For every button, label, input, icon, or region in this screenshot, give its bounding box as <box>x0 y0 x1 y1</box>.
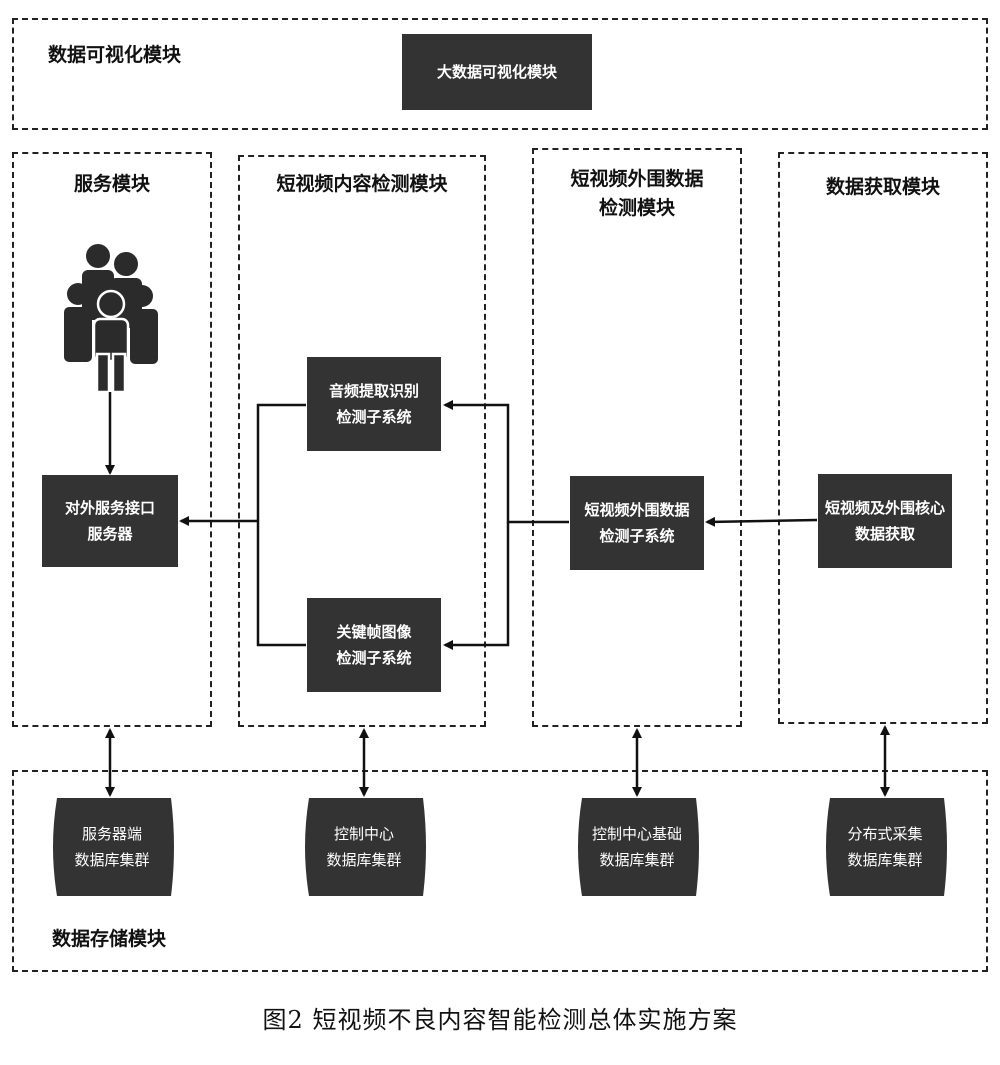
database-label: 控制中心基础 数据库集群 <box>591 825 682 869</box>
visualization-module-label: 数据可视化模块 <box>48 44 182 66</box>
visualization-region <box>12 18 988 130</box>
database-server-cluster: 服务器端 数据库集群 <box>45 798 179 896</box>
peripheral-detection-subsystem-box: 短视频外围数据 检测子系统 <box>570 476 704 570</box>
storage-region <box>12 770 988 972</box>
database-label: 控制中心 数据库集群 <box>326 825 402 869</box>
content-detection-module-title: 短视频内容检测模块 <box>276 173 448 195</box>
big-data-visualization-box: 大数据可视化模块 <box>402 34 592 110</box>
acquisition-region <box>778 152 988 724</box>
core-data-acquisition-box: 短视频及外围核心 数据获取 <box>818 474 952 568</box>
service-module-title: 服务模块 <box>73 173 150 195</box>
figure-caption: 图2 短视频不良内容智能检测总体实施方案 <box>262 1006 738 1034</box>
database-control-center-base-cluster: 控制中心基础 数据库集群 <box>570 798 704 896</box>
database-shape <box>305 798 426 896</box>
line-peripheral-to-keyframe <box>443 522 510 650</box>
storage-module-label: 数据存储模块 <box>52 928 167 950</box>
service-region <box>12 152 212 727</box>
external-service-server-box: 对外服务接口 服务器 <box>42 475 178 567</box>
database-shape <box>826 798 947 896</box>
audio-detection-subsystem-box: 音频提取识别 检测子系统 <box>307 357 441 451</box>
line-audio-to-bus <box>256 403 306 520</box>
line-peripheral-bus <box>443 400 569 524</box>
keyframe-detection-subsystem-box: 关键帧图像 检测子系统 <box>307 598 441 692</box>
database-label: 分布式采集 数据库集群 <box>847 825 923 869</box>
database-shape <box>53 798 174 896</box>
content-detection-region <box>238 155 486 727</box>
acquisition-module-title: 数据获取模块 <box>825 176 940 198</box>
line-keyframe-to-bus <box>256 520 306 647</box>
peripheral-detection-region <box>532 148 742 727</box>
peripheral-detection-module-title: 短视频外围数据 检测模块 <box>570 168 704 219</box>
database-control-center-cluster: 控制中心 数据库集群 <box>297 798 431 896</box>
arrow-acquisition-to-peripheral <box>705 516 818 527</box>
database-shape <box>578 798 699 896</box>
users-group-icon <box>64 244 158 392</box>
database-distributed-collection-cluster: 分布式采集 数据库集群 <box>818 798 952 896</box>
database-label: 服务器端 数据库集群 <box>74 825 150 869</box>
